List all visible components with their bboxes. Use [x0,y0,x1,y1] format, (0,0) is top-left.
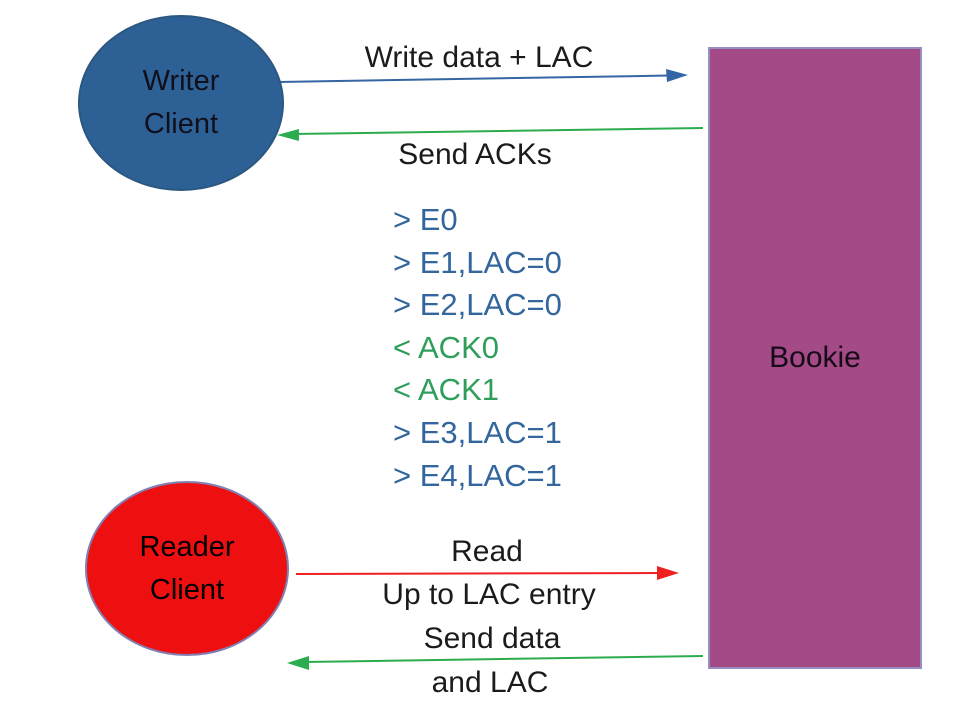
bookie-label: Bookie [769,341,861,374]
write-arrow-label: Write data + LAC [364,41,594,74]
message-log: > E0 > E1,LAC=0 > E2,LAC=0 < ACK0 < ACK1 > E3… [393,199,562,497]
writer-client-label-line2: Client [143,108,219,140]
bookie-node: Bookie [708,47,922,669]
send-arrowhead-icon [287,656,309,670]
send-arrow-line [303,655,704,663]
reader-client-label-line2: Client [149,573,225,606]
write-arrow-line [277,74,671,83]
ack-arrowhead-icon [277,129,299,141]
reader-client-label-line1: Reader [139,530,235,563]
read-arrowhead-icon [657,566,679,580]
write-arrowhead-icon [666,69,688,82]
ack-arrow-line [292,127,704,135]
send-arrow-label-line1: Send data [423,622,561,655]
writer-client-label-line1: Writer [142,65,220,98]
message-line: < ACK0 [393,329,499,365]
read-arrow-label-line1: Read [451,535,523,568]
message-line: < ACK1 [393,372,499,408]
reader-client-node: Reader Client [85,481,289,656]
ack-arrow-label: Send ACKs [398,138,552,171]
message-line: > E2,LAC=0 [393,287,562,323]
writer-client-node: Writer Client [78,15,284,191]
message-line: > E4,LAC=1 [393,457,562,493]
read-arrow-line [295,572,662,575]
send-arrow-label-line2: and LAC [431,666,549,699]
message-line: > E0 [393,202,458,237]
message-line: > E1,LAC=0 [393,244,562,280]
read-arrow-label-line2: Up to LAC entry [382,578,596,611]
message-line: > E3,LAC=1 [393,414,562,450]
